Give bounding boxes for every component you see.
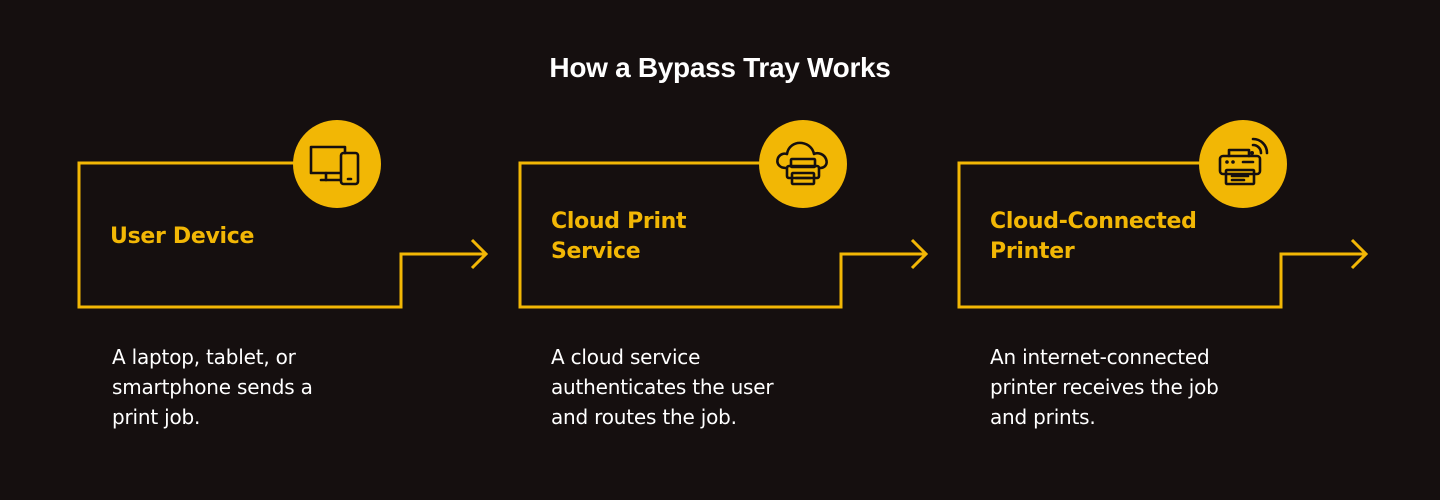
step-3-outline bbox=[957, 161, 1365, 309]
wifi-printer-icon bbox=[1218, 137, 1269, 186]
step-2-label-line: Service bbox=[551, 239, 641, 264]
step-1-outline bbox=[77, 161, 485, 309]
cloud-printer-icon bbox=[776, 141, 828, 186]
devices-icon bbox=[309, 145, 360, 186]
step-3-label-line: Printer bbox=[990, 239, 1075, 264]
step-3-desc-line: and prints. bbox=[990, 405, 1096, 429]
step-1-desc-line: A laptop, tablet, or bbox=[112, 345, 296, 369]
step-1-desc-line: print job. bbox=[112, 405, 201, 429]
step-3-desc-line: printer receives the job bbox=[990, 375, 1219, 399]
step-2-outline bbox=[518, 161, 925, 309]
step-1-desc-line: smartphone sends a bbox=[112, 375, 313, 399]
step-2-label: Cloud Print Service bbox=[551, 207, 687, 267]
step-3-arrowhead bbox=[1350, 238, 1369, 270]
step-1-label-line: User Device bbox=[110, 224, 255, 249]
diagram-title: How a Bypass Tray Works bbox=[549, 52, 891, 83]
step-2-desc-line: authenticates the user bbox=[551, 375, 774, 399]
step-3-label-line: Cloud-Connected bbox=[990, 209, 1197, 234]
step-3-desc-line: An internet-connected bbox=[990, 345, 1210, 369]
step-2-description: A cloud service authenticates the user a… bbox=[551, 342, 774, 432]
step-3-label: Cloud-Connected Printer bbox=[990, 207, 1197, 267]
step-2-icon-badge bbox=[759, 120, 847, 208]
step-3-icon-badge bbox=[1199, 120, 1287, 208]
step-2-arrowhead bbox=[910, 238, 929, 270]
step-1-label: User Device bbox=[110, 222, 254, 252]
step-2-label-line: Cloud Print bbox=[551, 209, 687, 234]
step-1-icon-badge bbox=[293, 120, 381, 208]
step-1-description: A laptop, tablet, or smartphone sends a … bbox=[112, 342, 313, 432]
step-1-arrowhead bbox=[470, 238, 489, 270]
step-2-desc-line: and routes the job. bbox=[551, 405, 737, 429]
step-3-description: An internet-connected printer receives t… bbox=[990, 342, 1219, 432]
step-2-desc-line: A cloud service bbox=[551, 345, 701, 369]
